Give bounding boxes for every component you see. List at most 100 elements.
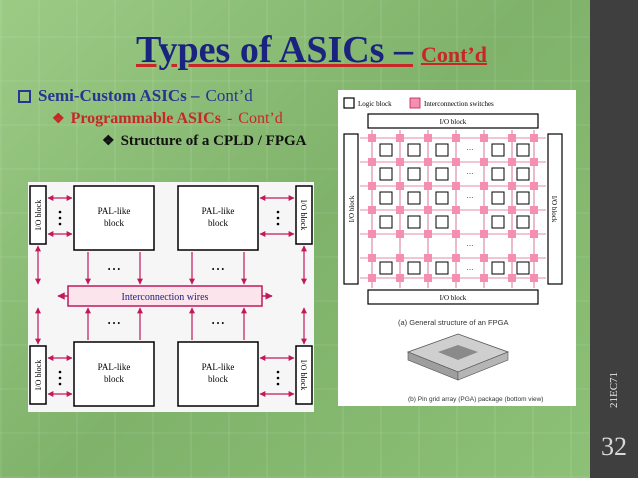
- svg-text:block: block: [208, 218, 228, 228]
- interconnect-switch: [396, 134, 404, 142]
- fpga-caption: (a) General structure of an FPGA: [398, 318, 509, 327]
- interconnect-switch: [480, 254, 488, 262]
- side-strip: [590, 0, 638, 478]
- logic-block: [407, 215, 421, 229]
- logic-block: [435, 167, 449, 181]
- fpga-diagram: Logic block Interconnection switches I/O…: [338, 90, 576, 406]
- svg-text:• • •: • • •: [212, 319, 225, 328]
- interconnect-switch: [424, 206, 432, 214]
- logic-block: [516, 215, 530, 229]
- io-block-br: I/O block: [295, 345, 313, 405]
- interconnect-switch: [452, 182, 460, 190]
- legend-switch-icon: [409, 97, 421, 109]
- svg-text:I/O block: I/O block: [34, 200, 43, 230]
- io-block-bl: I/O block: [29, 345, 47, 405]
- io-block-tl: I/O block: [29, 185, 47, 245]
- pal-block-tl: PAL-like block: [73, 185, 155, 251]
- interconnect-switch: [452, 274, 460, 282]
- bullet-cont: Cont’d: [205, 86, 253, 105]
- interconnect-switch: [530, 274, 538, 282]
- svg-text:I/O block: I/O block: [440, 294, 467, 302]
- svg-text:I/O block: I/O block: [34, 360, 43, 390]
- slide-number: 32: [601, 432, 627, 461]
- ellipsis-mark: ···: [467, 146, 474, 154]
- io-block-top: [367, 113, 539, 129]
- legend-logic-icon: [343, 97, 355, 109]
- svg-text:I/O block: I/O block: [348, 195, 356, 222]
- interconnect-switch: [530, 158, 538, 166]
- logic-block: [379, 167, 393, 181]
- interconnect-switch: [530, 206, 538, 214]
- pal-block-tr: PAL-like block: [177, 185, 259, 251]
- io-block-tr: I/O block: [295, 185, 313, 245]
- svg-text:• • •: • • •: [108, 265, 121, 274]
- interconnect-switch: [396, 274, 404, 282]
- interconnect-switch: [530, 254, 538, 262]
- svg-text:I/O block: I/O block: [299, 360, 308, 390]
- interconnect-switch: [508, 158, 516, 166]
- svg-text:block: block: [104, 374, 124, 384]
- io-block-bottom: [367, 289, 539, 305]
- bullet-text: Semi-Custom ASICs –: [38, 86, 200, 105]
- logic-block: [379, 215, 393, 229]
- logic-block: [407, 191, 421, 205]
- interconnect-switch: [368, 158, 376, 166]
- interconnect-switch: [508, 254, 516, 262]
- interconnect-switch: [480, 182, 488, 190]
- pal-block-br: PAL-like block: [177, 341, 259, 407]
- interconnect-switch: [508, 230, 516, 238]
- bullet-structure: ❖ Structure of a CPLD / FPGA: [102, 133, 307, 150]
- diamond-bullet-icon: ❖: [52, 111, 65, 127]
- bullet-cont: Cont’d: [238, 110, 283, 127]
- square-bullet-icon: [18, 89, 31, 103]
- interconnect-switch: [452, 134, 460, 142]
- interconnect-label: Interconnection wires: [122, 292, 209, 303]
- svg-text:PAL-like: PAL-like: [202, 362, 235, 372]
- course-code: 21EC71: [608, 371, 620, 409]
- ellipsis-mark: ···: [467, 194, 474, 202]
- logic-block: [491, 191, 505, 205]
- bullet-text: Programmable ASICs: [70, 110, 221, 127]
- interconnect-switch: [424, 230, 432, 238]
- interconnect-switch: [424, 134, 432, 142]
- interconnect-switch: [396, 230, 404, 238]
- logic-block: [516, 143, 530, 157]
- interconnect-switch: [424, 254, 432, 262]
- svg-text:block: block: [104, 218, 124, 228]
- logic-block: [491, 167, 505, 181]
- ellipsis-mark: ···: [467, 170, 474, 178]
- interconnect-switch: [480, 274, 488, 282]
- interconnect-switch: [480, 158, 488, 166]
- interconnect-switch: [424, 158, 432, 166]
- cpld-diagram: Interconnection wires I/O block I/O bloc…: [28, 182, 314, 412]
- bullet-text: Structure of a CPLD / FPGA: [120, 133, 307, 149]
- svg-text:block: block: [208, 374, 228, 384]
- io-block-left: [343, 133, 359, 285]
- interconnect-switch: [368, 134, 376, 142]
- interconnect-switch: [368, 274, 376, 282]
- logic-block: [516, 261, 530, 275]
- bullet-programmable: ❖ Programmable ASICs - Cont’d: [52, 110, 283, 128]
- title-sub: Cont’d: [420, 42, 487, 67]
- bullet-semi-custom: Semi-Custom ASICs – Cont’d: [18, 86, 253, 106]
- logic-block: [379, 191, 393, 205]
- bullet-sep: -: [226, 110, 233, 127]
- interconnect-switch: [452, 158, 460, 166]
- interconnect-switch: [368, 182, 376, 190]
- interconnect-switch: [480, 230, 488, 238]
- diamond-bullet-icon: ❖: [102, 134, 115, 149]
- ellipsis-mark: ···: [467, 242, 474, 250]
- svg-text:• • •: • • •: [212, 265, 225, 274]
- io-block-right: [547, 133, 563, 285]
- ellipsis-mark: ···: [467, 266, 474, 274]
- interconnect-switch: [396, 206, 404, 214]
- logic-block: [516, 167, 530, 181]
- legend-logic-label: Logic block: [358, 100, 392, 108]
- interconnect-switch: [480, 134, 488, 142]
- interconnect-switch: [396, 182, 404, 190]
- pga-package-icon: [406, 333, 510, 381]
- interconnect-switch: [508, 134, 516, 142]
- interconnect-switch: [508, 206, 516, 214]
- interconnect-switch: [508, 274, 516, 282]
- interconnect-switch: [452, 206, 460, 214]
